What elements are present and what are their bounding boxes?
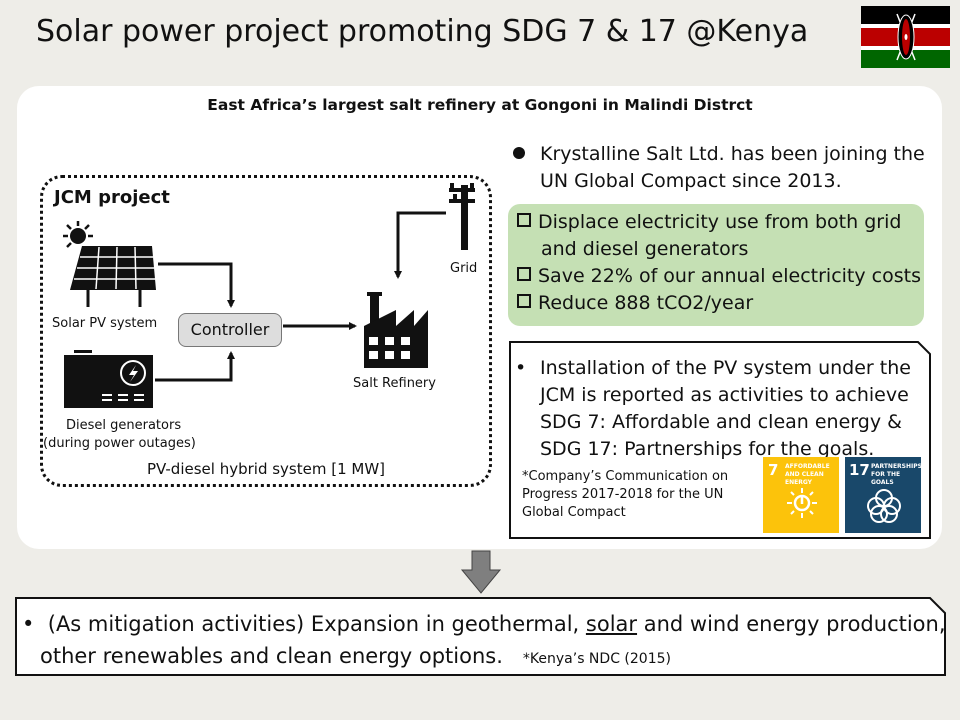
benefit-text: Displace electricity use from both grid (538, 211, 902, 233)
benefit-text: Save 22% of our annual electricity costs (538, 265, 921, 287)
page-title: Solar power project promoting SDG 7 & 17… (36, 14, 809, 49)
panel-title: East Africa’s largest salt refinery at G… (207, 96, 753, 114)
jcm-project-box (40, 175, 492, 487)
krystalline-line: UN Global Compact since 2013. (540, 170, 842, 192)
checkbox-icon (517, 267, 531, 281)
rings-icon (867, 489, 901, 523)
benefits-box (508, 204, 924, 326)
benefit-item-continuation: and diesel generators (541, 238, 749, 260)
ndc-reference: *Kenya’s NDC (2015) (522, 651, 671, 667)
sdg-17-icon: 17 PARTNERSHIPS FOR THE GOALS (845, 457, 922, 533)
krystalline-text: Krystalline Salt Ltd. has been joining t… (540, 141, 925, 195)
sdg-number: 7 (768, 461, 779, 479)
hybrid-system-label: PV-diesel hybrid system [1 MW] (146, 460, 386, 478)
kenya-flag-icon (861, 6, 950, 68)
benefit-item: Displace electricity use from both grid (517, 209, 921, 236)
sdg-note-line: SDG 17: Partnerships for the goals. (540, 438, 875, 460)
sdg-note-text: Installation of the PV system under the … (540, 355, 911, 463)
benefit-text: Reduce 888 tCO2/year (538, 292, 754, 314)
bottom-box-outline (15, 597, 946, 676)
bottom-text-pre: (As mitigation activities) Expansion in … (47, 612, 586, 636)
controller-box: Controller (178, 313, 282, 347)
bottom-text: • (As mitigation activities) Expansion i… (22, 608, 946, 675)
sdg-note-line: JCM is reported as activities to achieve (540, 384, 909, 406)
checkbox-icon (517, 294, 531, 308)
benefit-item: Reduce 888 tCO2/year (517, 290, 921, 317)
salt-refinery-label: Salt Refinery (353, 376, 436, 391)
sdg-note-reference: *Company’s Communication on Progress 201… (522, 469, 729, 520)
diesel-generators-label: Diesel generators (66, 418, 182, 433)
sdg-text: PARTNERSHIPS FOR THE GOALS (871, 463, 922, 486)
sun-icon (63, 221, 93, 248)
bottom-line-2: other renewables and clean energy option… (22, 640, 937, 675)
checkbox-icon (517, 213, 531, 227)
bullet: • (22, 612, 48, 636)
solar-panel-icon (70, 246, 156, 307)
sdg-text: AFFORDABLE AND CLEAN ENERGY (785, 463, 830, 486)
jcm-project-label: JCM project (54, 187, 170, 208)
diesel-generators-sublabel: (during power outages) (43, 436, 196, 451)
bottom-text-post: and wind energy production, (637, 612, 946, 636)
down-arrow-icon (460, 550, 502, 594)
bottom-text-line2: other renewables and clean energy option… (40, 644, 503, 668)
bottom-line-1: • (As mitigation activities) Expansion i… (22, 608, 946, 640)
sdg-number: 17 (849, 461, 870, 479)
sdg-note-bullet: • (515, 357, 527, 379)
bottom-text-underlined: solar (585, 612, 638, 636)
sdg-7-icon: 7 AFFORDABLE AND CLEAN ENERGY (763, 457, 839, 533)
factory-icon (364, 292, 428, 368)
solar-pv-label: Solar PV system (52, 316, 158, 331)
sun-power-icon (787, 488, 817, 518)
sdg-note-line: SDG 7: Affordable and clean energy & (540, 411, 902, 433)
diesel-generator-icon (64, 350, 153, 408)
benefits-list: Displace electricity use from both grid … (517, 209, 921, 317)
bullet-icon (513, 147, 525, 159)
krystalline-line: Krystalline Salt Ltd. has been joining t… (540, 143, 925, 165)
benefit-item: Save 22% of our annual electricity costs (517, 263, 921, 290)
grid-label: Grid (450, 261, 478, 276)
sdg-note-line: Installation of the PV system under the (540, 357, 911, 379)
grid-pole-icon (449, 183, 475, 250)
